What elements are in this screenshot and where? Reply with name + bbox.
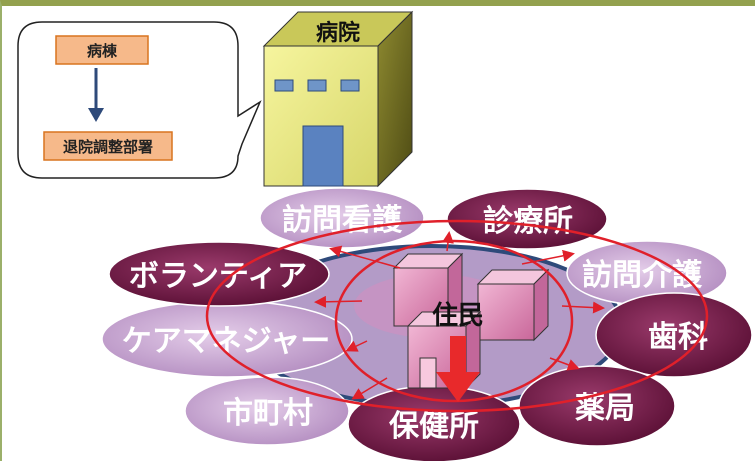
center-label: 住民 [432,300,484,331]
petal-dental: 歯科 [595,292,753,378]
inner-ring [334,239,574,403]
petal-municipality: 市町村 [184,376,350,446]
petal-care-manager: ケアマネジャー [101,300,353,378]
down-arrow [436,336,480,402]
ward-label: 病棟 [87,42,118,60]
discharge-box: 退院調整部署 [43,131,173,161]
outer-ring [205,219,709,413]
hospital-building: 病院 [262,10,414,188]
petal-label: 保健所 [389,409,479,444]
petal-health-center: 保健所 [347,385,521,461]
petal-visiting-nursing: 訪問看護 [259,187,425,249]
petal-label: 薬局 [575,391,635,426]
petal-clinic: 診療所 [446,188,608,250]
ward-to-discharge-arrow [88,68,104,122]
petal-pharmacy: 薬局 [518,365,676,447]
diagram-svg: 病棟 退院調整部署 病院 訪問看護 診療所 訪問介護 歯科 薬局 [17,10,753,461]
petal-label: 歯科 [648,320,708,355]
hospital-label: 病院 [316,20,360,46]
petal-label: 市町村 [223,396,313,431]
petal-volunteer: ボランティア [108,241,330,307]
radial-arrows [314,231,605,400]
ward-box: 病棟 [55,35,149,65]
resident-buildings [354,252,550,390]
discharge-label: 退院調整部署 [63,138,153,156]
